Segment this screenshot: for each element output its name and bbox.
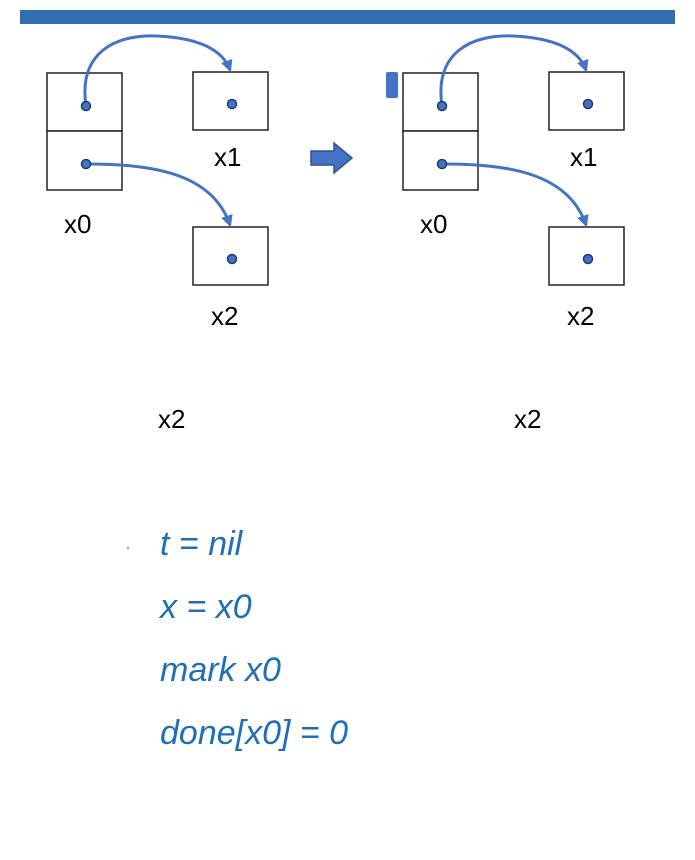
value-dot — [582, 98, 594, 110]
code-line: t = nil — [160, 525, 243, 563]
code-block: t = nil x = x0 mark x0 done[x0] = 0 — [160, 520, 348, 772]
pointer-arrow-x0-to-x2 — [85, 162, 233, 228]
node-label-x1: x1 — [214, 142, 241, 172]
ghost-label: x2 — [514, 404, 542, 434]
speck — [127, 547, 129, 549]
mark-flag — [386, 72, 398, 98]
ghost-label: x2 — [158, 404, 186, 434]
node-label-x1: x1 — [570, 142, 597, 172]
x0-node-bottom-cell — [46, 130, 123, 191]
code-line: done[x0] = 0 — [160, 714, 349, 752]
value-dot — [226, 253, 238, 265]
code-line: x = x0 — [160, 588, 252, 626]
pointer-dot — [80, 158, 92, 170]
value-dot — [226, 98, 238, 110]
code-line: mark x0 — [160, 651, 281, 689]
diagram-after: x0 x1 x2 — [386, 34, 625, 331]
x0-node-top-cell — [402, 72, 479, 132]
pointer-arrow-x0-to-x1 — [83, 34, 233, 107]
node-label-x2: x2 — [567, 301, 594, 331]
pointer-arrow-x0-to-x2 — [441, 162, 589, 228]
node-label-x0: x0 — [64, 209, 91, 239]
transition-arrow — [310, 141, 354, 175]
pointer-arrow-x0-to-x1 — [439, 34, 589, 107]
node-label-x0: x0 — [420, 209, 447, 239]
node-label-x2: x2 — [211, 301, 238, 331]
pointer-dot — [436, 158, 448, 170]
diagram-before: x0 x1 x2 — [46, 34, 269, 331]
value-dot — [582, 253, 594, 265]
pointer-diagram: x0 x1 x2 x0 x1 x2 — [46, 34, 625, 331]
pointer-dot — [436, 100, 448, 112]
title-bar — [20, 10, 675, 24]
pointer-dot — [80, 100, 92, 112]
